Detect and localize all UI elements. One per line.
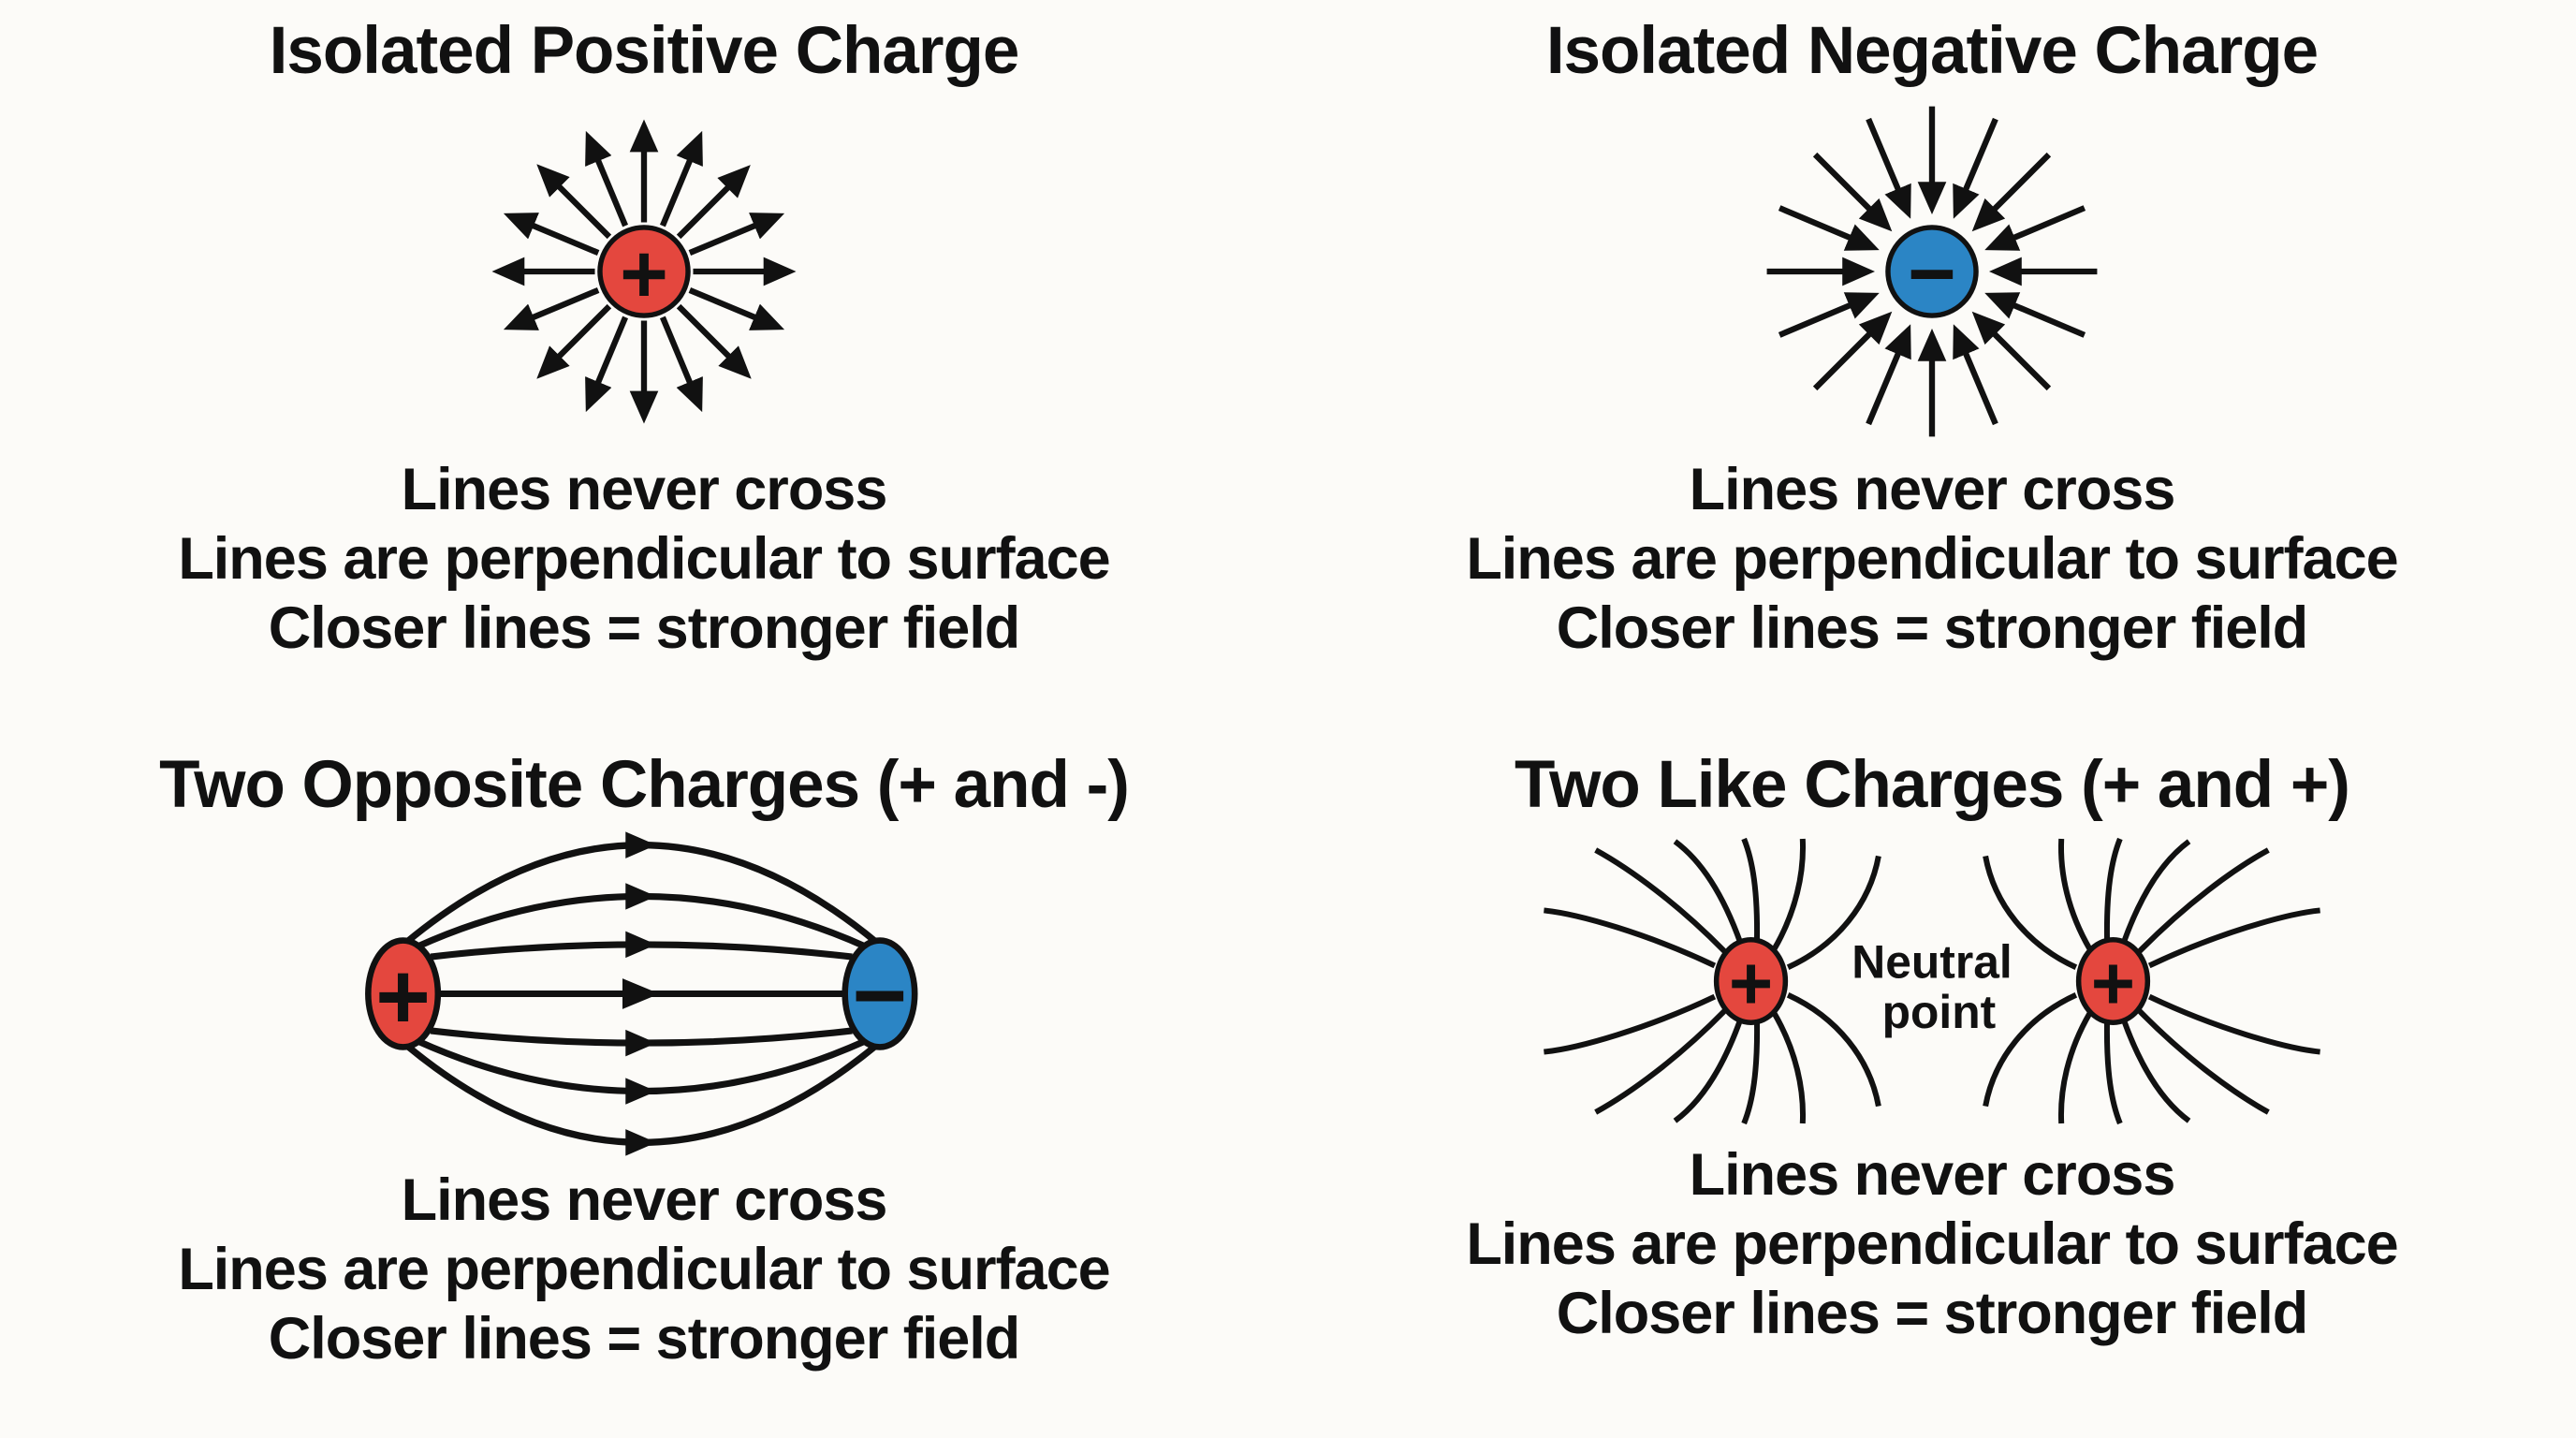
positive-charge (597, 224, 691, 318)
isolated-positive-figure: + (466, 94, 822, 449)
quadrant-opposite-charges: Two Opposite Charges (+ and -) (0, 719, 1288, 1438)
positive-charge (365, 936, 442, 1050)
plus-symbol: + (2091, 941, 2135, 1025)
plus-symbol: + (620, 227, 668, 320)
field-rule-note: Lines never cross (1689, 1141, 2176, 1208)
field-rule-note: Closer lines = stronger field (1556, 1281, 2309, 1347)
quadrant-isolated-positive: Isolated Positive Charge (0, 0, 1288, 719)
like-charges-figure: + + Neutral point (1544, 828, 2320, 1135)
plus-symbol: + (375, 944, 431, 1049)
negative-charge (842, 936, 918, 1050)
field-rules-opposite-charges: Lines never cross Lines are perpendicula… (178, 1166, 1110, 1374)
field-rule-note: Lines are perpendicular to surface (1466, 1211, 2398, 1277)
minus-symbol: − (853, 943, 908, 1048)
field-rule-note: Lines never cross (401, 1167, 888, 1233)
inward-field-arrows (1766, 106, 2098, 437)
field-rule-note: Lines are perpendicular to surface (178, 1236, 1110, 1302)
dipole-direction-arrowheads (622, 831, 660, 1156)
plus-symbol: + (1729, 941, 1773, 1025)
section-title-opposite-charges: Two Opposite Charges (+ and -) (159, 748, 1130, 822)
right-charge-field-lines (1983, 837, 2320, 1124)
left-positive-charge (1713, 936, 1789, 1025)
field-rule-note: Closer lines = stronger field (1556, 595, 2309, 662)
minus-symbol: − (1908, 227, 1956, 319)
outward-field-arrows (491, 119, 797, 424)
field-rules-isolated-positive: Lines never cross Lines are perpendicula… (178, 455, 1110, 664)
section-title-isolated-positive: Isolated Positive Charge (269, 14, 1020, 88)
field-rule-note: Lines never cross (401, 456, 888, 522)
neutral-point-label-line2: point (1882, 986, 1997, 1038)
field-rule-note: Closer lines = stronger field (268, 1306, 1021, 1372)
negative-field-diagram: − (1766, 106, 2098, 437)
quadrant-isolated-negative: Isolated Negative Charge (1288, 0, 2576, 719)
positive-field-diagram: + (491, 119, 797, 424)
left-charge-field-lines (1544, 837, 1881, 1124)
quadrant-like-charges: Two Like Charges (+ and +) (1288, 719, 2576, 1438)
opposite-charges-figure: + − (354, 828, 934, 1160)
like-charges-field-diagram: + + Neutral point (1544, 837, 2320, 1124)
right-positive-charge (2075, 936, 2151, 1025)
isolated-negative-figure: − (1754, 94, 2110, 449)
field-rule-note: Lines never cross (1689, 456, 2176, 522)
section-title-like-charges: Two Like Charges (+ and +) (1515, 748, 2350, 822)
neutral-point-label-line1: Neutral (1852, 935, 2012, 988)
field-rule-note: Closer lines = stronger field (268, 595, 1021, 662)
dipole-field-diagram: + − (365, 831, 918, 1156)
field-rule-note: Lines are perpendicular to surface (178, 525, 1110, 592)
negative-charge (1885, 224, 1979, 318)
section-title-isolated-negative: Isolated Negative Charge (1545, 14, 2319, 88)
field-rule-note: Lines are perpendicular to surface (1466, 525, 2398, 592)
field-rules-like-charges: Lines never cross Lines are perpendicula… (1466, 1140, 2398, 1349)
field-rules-isolated-negative: Lines never cross Lines are perpendicula… (1466, 455, 2398, 664)
